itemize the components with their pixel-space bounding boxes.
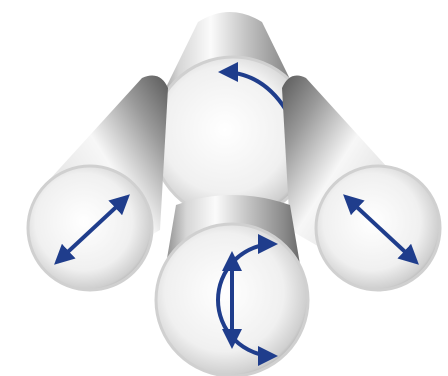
rod-left-end-face [28,166,152,290]
rod-bottom [156,195,308,376]
rod-right [282,76,440,290]
rod-left [28,76,168,290]
